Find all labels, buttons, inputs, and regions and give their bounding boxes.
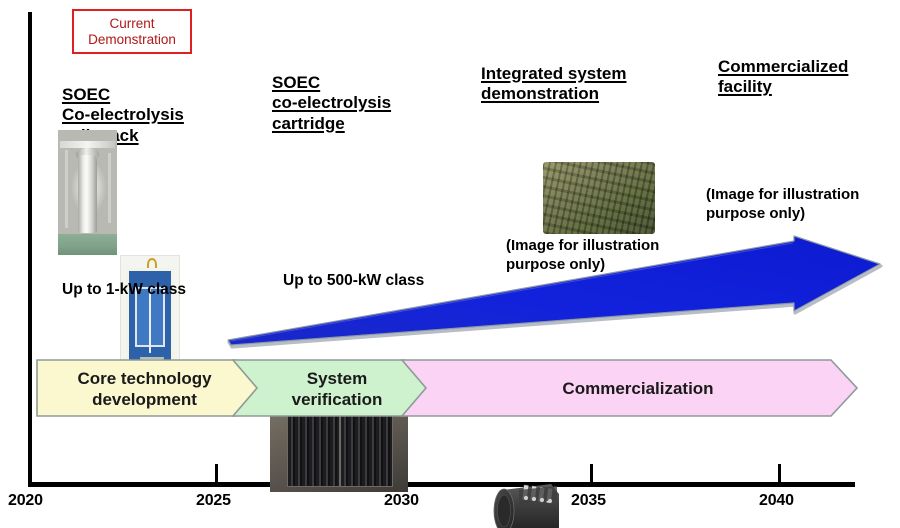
current-demonstration-label: Current Demonstration <box>88 16 176 47</box>
integrated-plant-photo <box>543 162 655 234</box>
axis-tick-2035 <box>590 464 593 482</box>
phase-label-core-technology-development: Core technology development <box>77 369 212 409</box>
axis-label-2035: 2035 <box>571 492 606 509</box>
stage-title-commercialized-facility-text: Commercialized facility <box>718 56 849 97</box>
phase-label-commercialization: Commercialization <box>562 379 714 398</box>
horizontal-timeline-axis <box>28 482 855 487</box>
axis-tick-2040 <box>778 464 781 482</box>
stage-title-integrated-system-text: Integrated system demonstration <box>481 63 627 104</box>
phase-shape-commercialization <box>400 359 859 417</box>
phase-label-system-verification: System verification <box>291 369 383 409</box>
stage-title-soec-cartridge: SOEC co-electrolysis cartridge <box>272 52 391 134</box>
illustration-note-integrated-system: (Image for illustration purpose only) <box>506 237 660 273</box>
axis-label-2040: 2040 <box>759 492 794 509</box>
axis-label-2030: 2030 <box>384 492 419 509</box>
phase-chevron-bar: Core technology development System verif… <box>36 357 866 428</box>
caption-up-to-500kw: Up to 500-kW class <box>283 272 425 289</box>
stage-title-soec-cartridge-text: SOEC co-electrolysis cartridge <box>272 72 392 133</box>
vertical-axis-line <box>28 12 32 486</box>
axis-tick-2025 <box>215 464 218 482</box>
soec-cell-stack-photo <box>58 130 117 255</box>
axis-label-2020: 2020 <box>8 492 43 509</box>
caption-up-to-1kw: Up to 1-kW class <box>62 281 187 298</box>
current-demonstration-callout: Current Demonstration <box>72 9 192 54</box>
axis-label-2025: 2025 <box>196 492 231 509</box>
stage-title-integrated-system: Integrated system demonstration <box>481 43 627 105</box>
integrated-module-render <box>489 478 575 528</box>
illustration-note-commercialized-facility: (Image for illustration purpose only) <box>706 186 860 222</box>
stage-title-commercialized-facility: Commercialized facility <box>718 36 848 98</box>
soec-cell-stack-diagram <box>120 255 180 380</box>
